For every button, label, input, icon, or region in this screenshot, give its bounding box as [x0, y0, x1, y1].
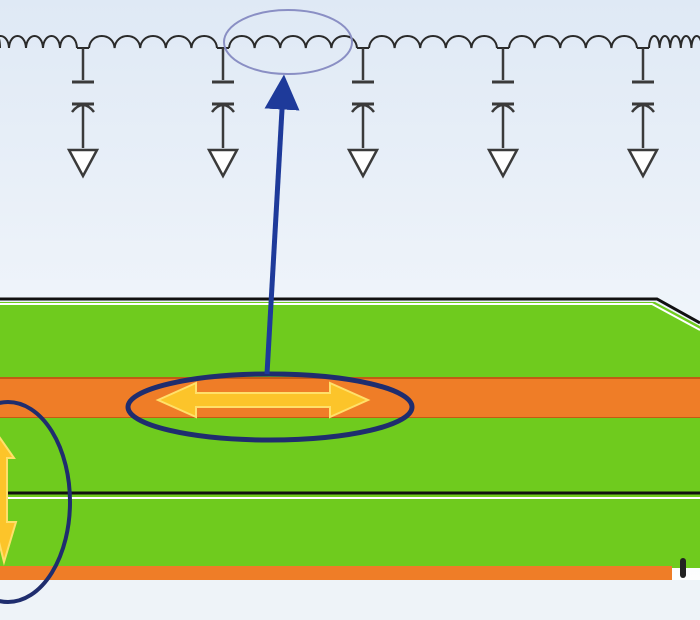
capacitor-icon — [491, 103, 515, 113]
bottom-background — [0, 580, 700, 620]
inductor-coil-icon — [88, 35, 218, 49]
vertical-double-arrow-icon — [0, 436, 18, 566]
ground-triangle-icon — [626, 148, 660, 179]
vertical-double-arrow-icon — [0, 436, 18, 566]
shunt-branch — [66, 48, 100, 179]
shunt-branch — [206, 48, 240, 179]
inductor-coil-icon — [508, 35, 638, 49]
capacitor-icon — [351, 103, 375, 113]
ground-triangle-icon — [66, 148, 100, 179]
shunt-branch — [626, 48, 660, 179]
ground-triangle-icon — [346, 148, 380, 179]
ground-triangle-icon — [486, 148, 520, 179]
double-arrow-icon — [155, 381, 371, 419]
board-top-edge-highlight — [0, 303, 700, 331]
shunt-branch — [346, 48, 380, 179]
board-top-edge — [0, 297, 700, 325]
inductor-coil-icon — [0, 35, 78, 49]
inductor-coil-icon — [368, 35, 498, 49]
double-arrow-icon — [155, 381, 371, 419]
ground-plane — [0, 566, 672, 580]
upper-dielectric-layer — [0, 302, 700, 378]
capacitor-icon — [71, 103, 95, 113]
shunt-branch — [486, 48, 520, 179]
capacitor-icon — [211, 103, 235, 113]
up-arrow-icon — [264, 74, 300, 375]
inductor-coil-icon — [228, 35, 358, 49]
dielectric-highlight-ellipse — [0, 400, 72, 604]
ground-plane-end-mark — [680, 558, 686, 578]
trace-highlight-ellipse — [125, 371, 415, 443]
inductor-highlight-ellipse — [223, 9, 353, 75]
equivalent-circuit — [0, 35, 700, 179]
pcb-board — [0, 297, 700, 620]
ground-triangle-icon — [206, 148, 240, 179]
capacitor-icon — [631, 103, 655, 113]
inductor-coil-icon — [648, 35, 700, 49]
